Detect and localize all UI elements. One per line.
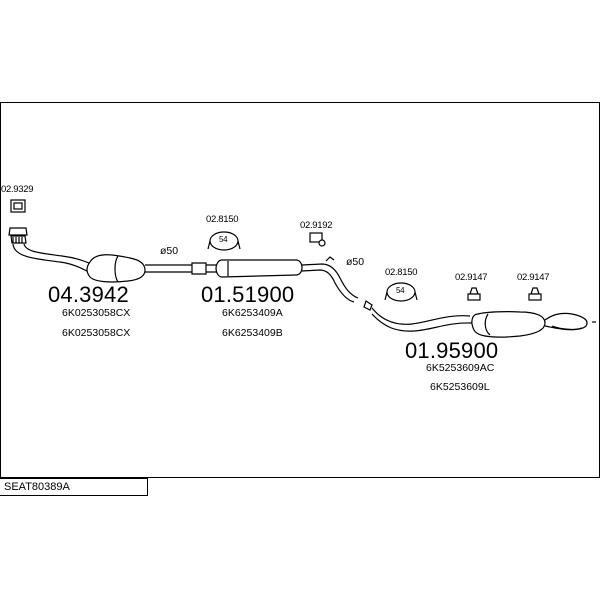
hanger-icon-rear-2 [528,287,542,301]
diameter-label-middle: ø50 [346,256,365,268]
clamp-icon-rear [384,282,418,302]
oem-number-middle-2: 6K6253409B [222,327,283,339]
oem-number-rear-1: 6K5253609AC [426,362,495,374]
oem-number-middle-1: 6K6253409A [222,307,283,319]
oem-number-front-1: 6K0253058CX [62,307,131,319]
clamp-size-middle: 54 [219,235,228,244]
oem-number-rear-2: 6K5253609L [430,381,490,393]
reference-number: SEAT80389A [4,481,70,493]
gasket-icon [10,199,26,213]
accessory-number-clamp-rear: 02.8150 [385,267,418,278]
part-number-front: 04.3942 [48,282,129,307]
hanger-icon-middle [309,232,326,247]
middle-silencer-drawing [206,256,359,303]
diameter-label-front: ø50 [160,245,179,257]
clamp-icon-middle [207,231,241,251]
accessory-number-hanger-middle: 02.9192 [300,220,333,231]
accessory-number-clamp-middle: 02.8150 [206,214,239,225]
exhaust-diagram [0,102,600,478]
hanger-icon-rear-1 [467,287,481,301]
accessory-number-gasket: 02.9329 [1,184,34,195]
front-pipe-drawing [8,227,207,283]
rear-silencer-drawing [363,300,596,338]
clamp-size-rear: 54 [396,286,405,295]
part-number-rear: 01.95900 [405,338,499,363]
reference-box: SEAT80389A [0,478,148,496]
part-number-middle: 01.51900 [201,282,295,307]
oem-number-front-2: 6K0253058CX [62,327,131,339]
accessory-number-hanger-rear-1: 02.9147 [455,272,488,283]
accessory-number-hanger-rear-2: 02.9147 [517,272,550,283]
